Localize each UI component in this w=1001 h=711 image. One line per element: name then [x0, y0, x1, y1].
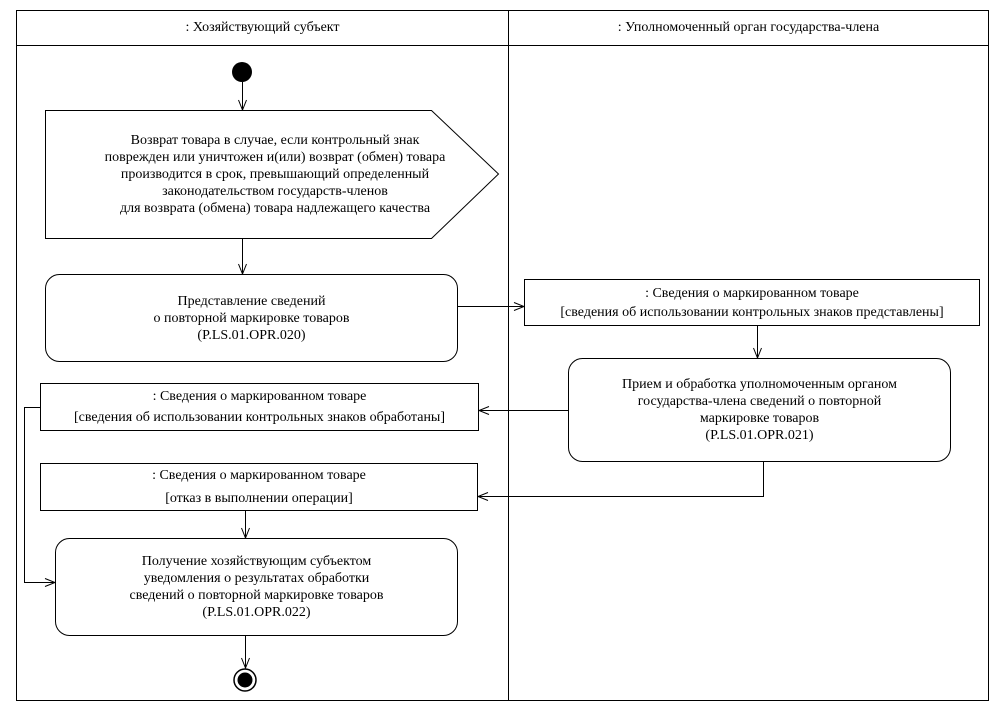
- object-shape-processed: [40, 383, 479, 431]
- object-text-processed: : Сведения о маркированном товаре [сведен…: [41, 384, 478, 430]
- text-line: (P.LS.01.OPR.022): [202, 605, 311, 620]
- text-line: государства-члена сведений о повторной: [637, 394, 882, 409]
- action-shape-022: [55, 538, 458, 636]
- action-text-021: Прием и обработка уполномоченным органом…: [569, 359, 950, 461]
- final-node-inner: [237, 672, 253, 688]
- text-line: [сведения об использовании контрольных з…: [560, 304, 944, 320]
- text-line: о повторной маркировке товаров: [153, 310, 350, 326]
- text-line: (P.LS.01.OPR.020): [197, 327, 306, 343]
- object-shape-refused: [40, 463, 478, 511]
- text-line: сведений о повторной маркировке товаров: [129, 588, 384, 603]
- lane-title-business-entity: : Хозяйствующий субъект: [185, 20, 340, 35]
- text-line: : Сведения о маркированном товаре: [645, 285, 859, 301]
- object-text-submitted: : Сведения о маркированном товаре [сведен…: [525, 280, 979, 325]
- text-line: (P.LS.01.OPR.021): [705, 428, 814, 443]
- action-shape-020: [45, 274, 458, 362]
- signal-shape: [45, 110, 500, 239]
- text-line: Прием и обработка уполномоченным органом: [622, 377, 897, 392]
- text-line: производится в срок, превышающий определ…: [120, 167, 430, 182]
- text-line: уведомления о результатах обработки: [143, 571, 370, 586]
- text-line: маркировке товаров: [699, 411, 820, 426]
- text-line: Возврат товара в случае, если контрольны…: [130, 133, 420, 148]
- text-line: Получение хозяйствующим субъектом: [141, 554, 372, 569]
- text-line: Представление сведений: [177, 293, 326, 309]
- text-line: : Сведения о маркированном товаре: [152, 468, 366, 483]
- text-line: законодательством государств-членов: [162, 184, 388, 199]
- initial-node: [232, 62, 252, 82]
- flow-action2-to-refused: [478, 461, 764, 497]
- text-line: : Сведения о маркированном товаре: [152, 389, 367, 404]
- text-line: поврежден или уничтожен и(или) возврат (…: [104, 150, 446, 165]
- text-line: [отказ в выполнении операции]: [165, 491, 353, 506]
- swimlane-frame: [16, 10, 989, 701]
- text-line: [сведения об использовании контрольных з…: [74, 410, 445, 425]
- flow-processed-to-action3: [24, 407, 56, 583]
- action-text-022: Получение хозяйствующим субъектом уведомл…: [56, 539, 457, 635]
- lane-title-authorized-body: : Уполномоченный орган государства-члена: [617, 20, 880, 35]
- object-text-refused: : Сведения о маркированном товаре [отказ …: [41, 464, 477, 510]
- signal-text: Возврат товара в случае, если контрольны…: [60, 112, 490, 237]
- text-line: для возврата (обмена) товара надлежащего…: [119, 201, 431, 216]
